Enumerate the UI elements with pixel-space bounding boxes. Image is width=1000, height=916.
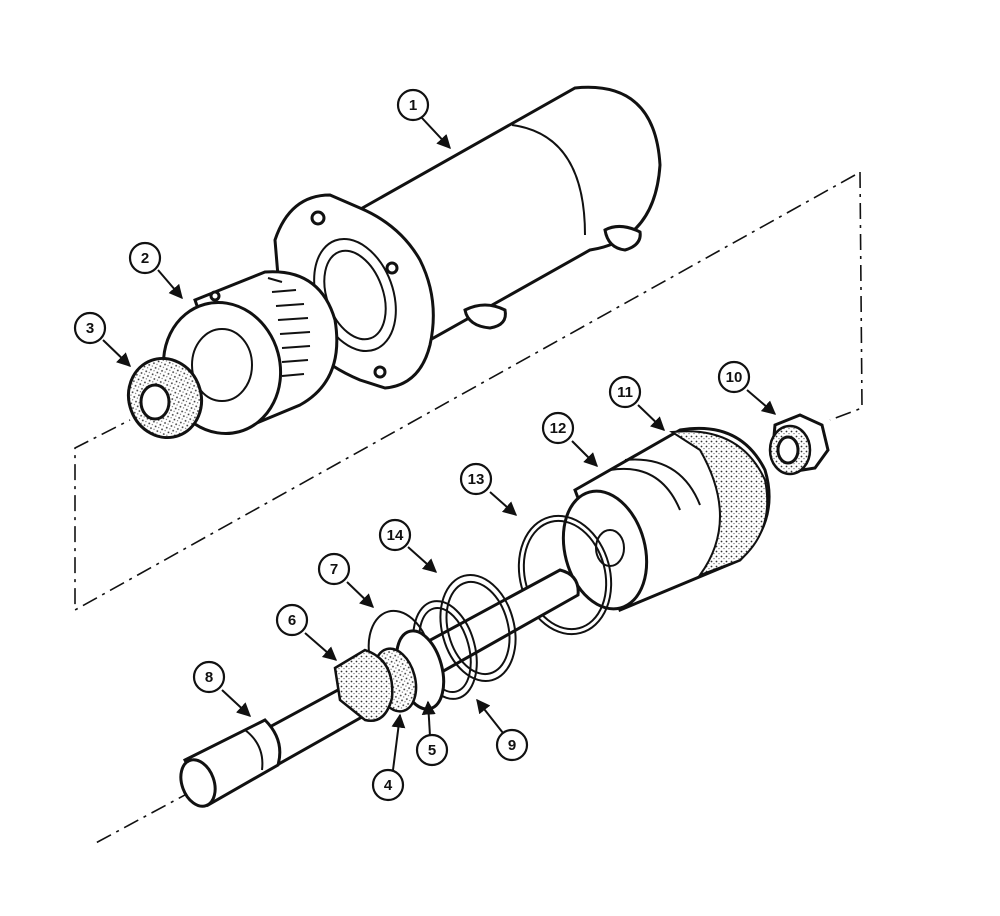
callout-label: 8 bbox=[205, 669, 213, 686]
callout-6: 6 bbox=[275, 603, 309, 637]
callout-label: 9 bbox=[508, 737, 516, 754]
callout-11: 11 bbox=[608, 375, 642, 409]
piston bbox=[561, 426, 771, 612]
callout-label: 1 bbox=[409, 97, 417, 114]
centerlines bbox=[74, 171, 863, 846]
callout-3: 3 bbox=[73, 311, 107, 345]
callout-label: 14 bbox=[387, 527, 404, 544]
o-ring-large bbox=[517, 514, 613, 636]
callout-label: 10 bbox=[726, 369, 743, 386]
callout-7: 7 bbox=[317, 552, 351, 586]
wiper-seal bbox=[127, 356, 203, 440]
callout-12: 12 bbox=[541, 411, 575, 445]
callout-label: 4 bbox=[384, 777, 393, 794]
callout-2: 2 bbox=[128, 241, 162, 275]
seal-14 bbox=[439, 574, 517, 682]
callout-8: 8 bbox=[192, 660, 226, 694]
callout-label: 7 bbox=[330, 561, 338, 578]
callout-10: 10 bbox=[717, 360, 751, 394]
callout-13: 13 bbox=[459, 462, 493, 496]
callout-5: 5 bbox=[415, 733, 449, 767]
piston-nut bbox=[768, 413, 830, 476]
callout-label: 3 bbox=[86, 320, 94, 337]
callout-label: 6 bbox=[288, 612, 296, 629]
callout-label: 13 bbox=[468, 471, 485, 488]
callout-label: 12 bbox=[550, 420, 567, 437]
leader-lines bbox=[102, 117, 777, 771]
callout-9: 9 bbox=[495, 728, 529, 762]
callout-14: 14 bbox=[378, 518, 412, 552]
callout-label: 2 bbox=[141, 250, 149, 267]
callout-1: 1 bbox=[396, 88, 430, 122]
seal-6 bbox=[333, 648, 394, 722]
callout-4: 4 bbox=[371, 768, 405, 802]
callout-label: 5 bbox=[428, 742, 436, 759]
callout-label: 11 bbox=[617, 384, 633, 401]
